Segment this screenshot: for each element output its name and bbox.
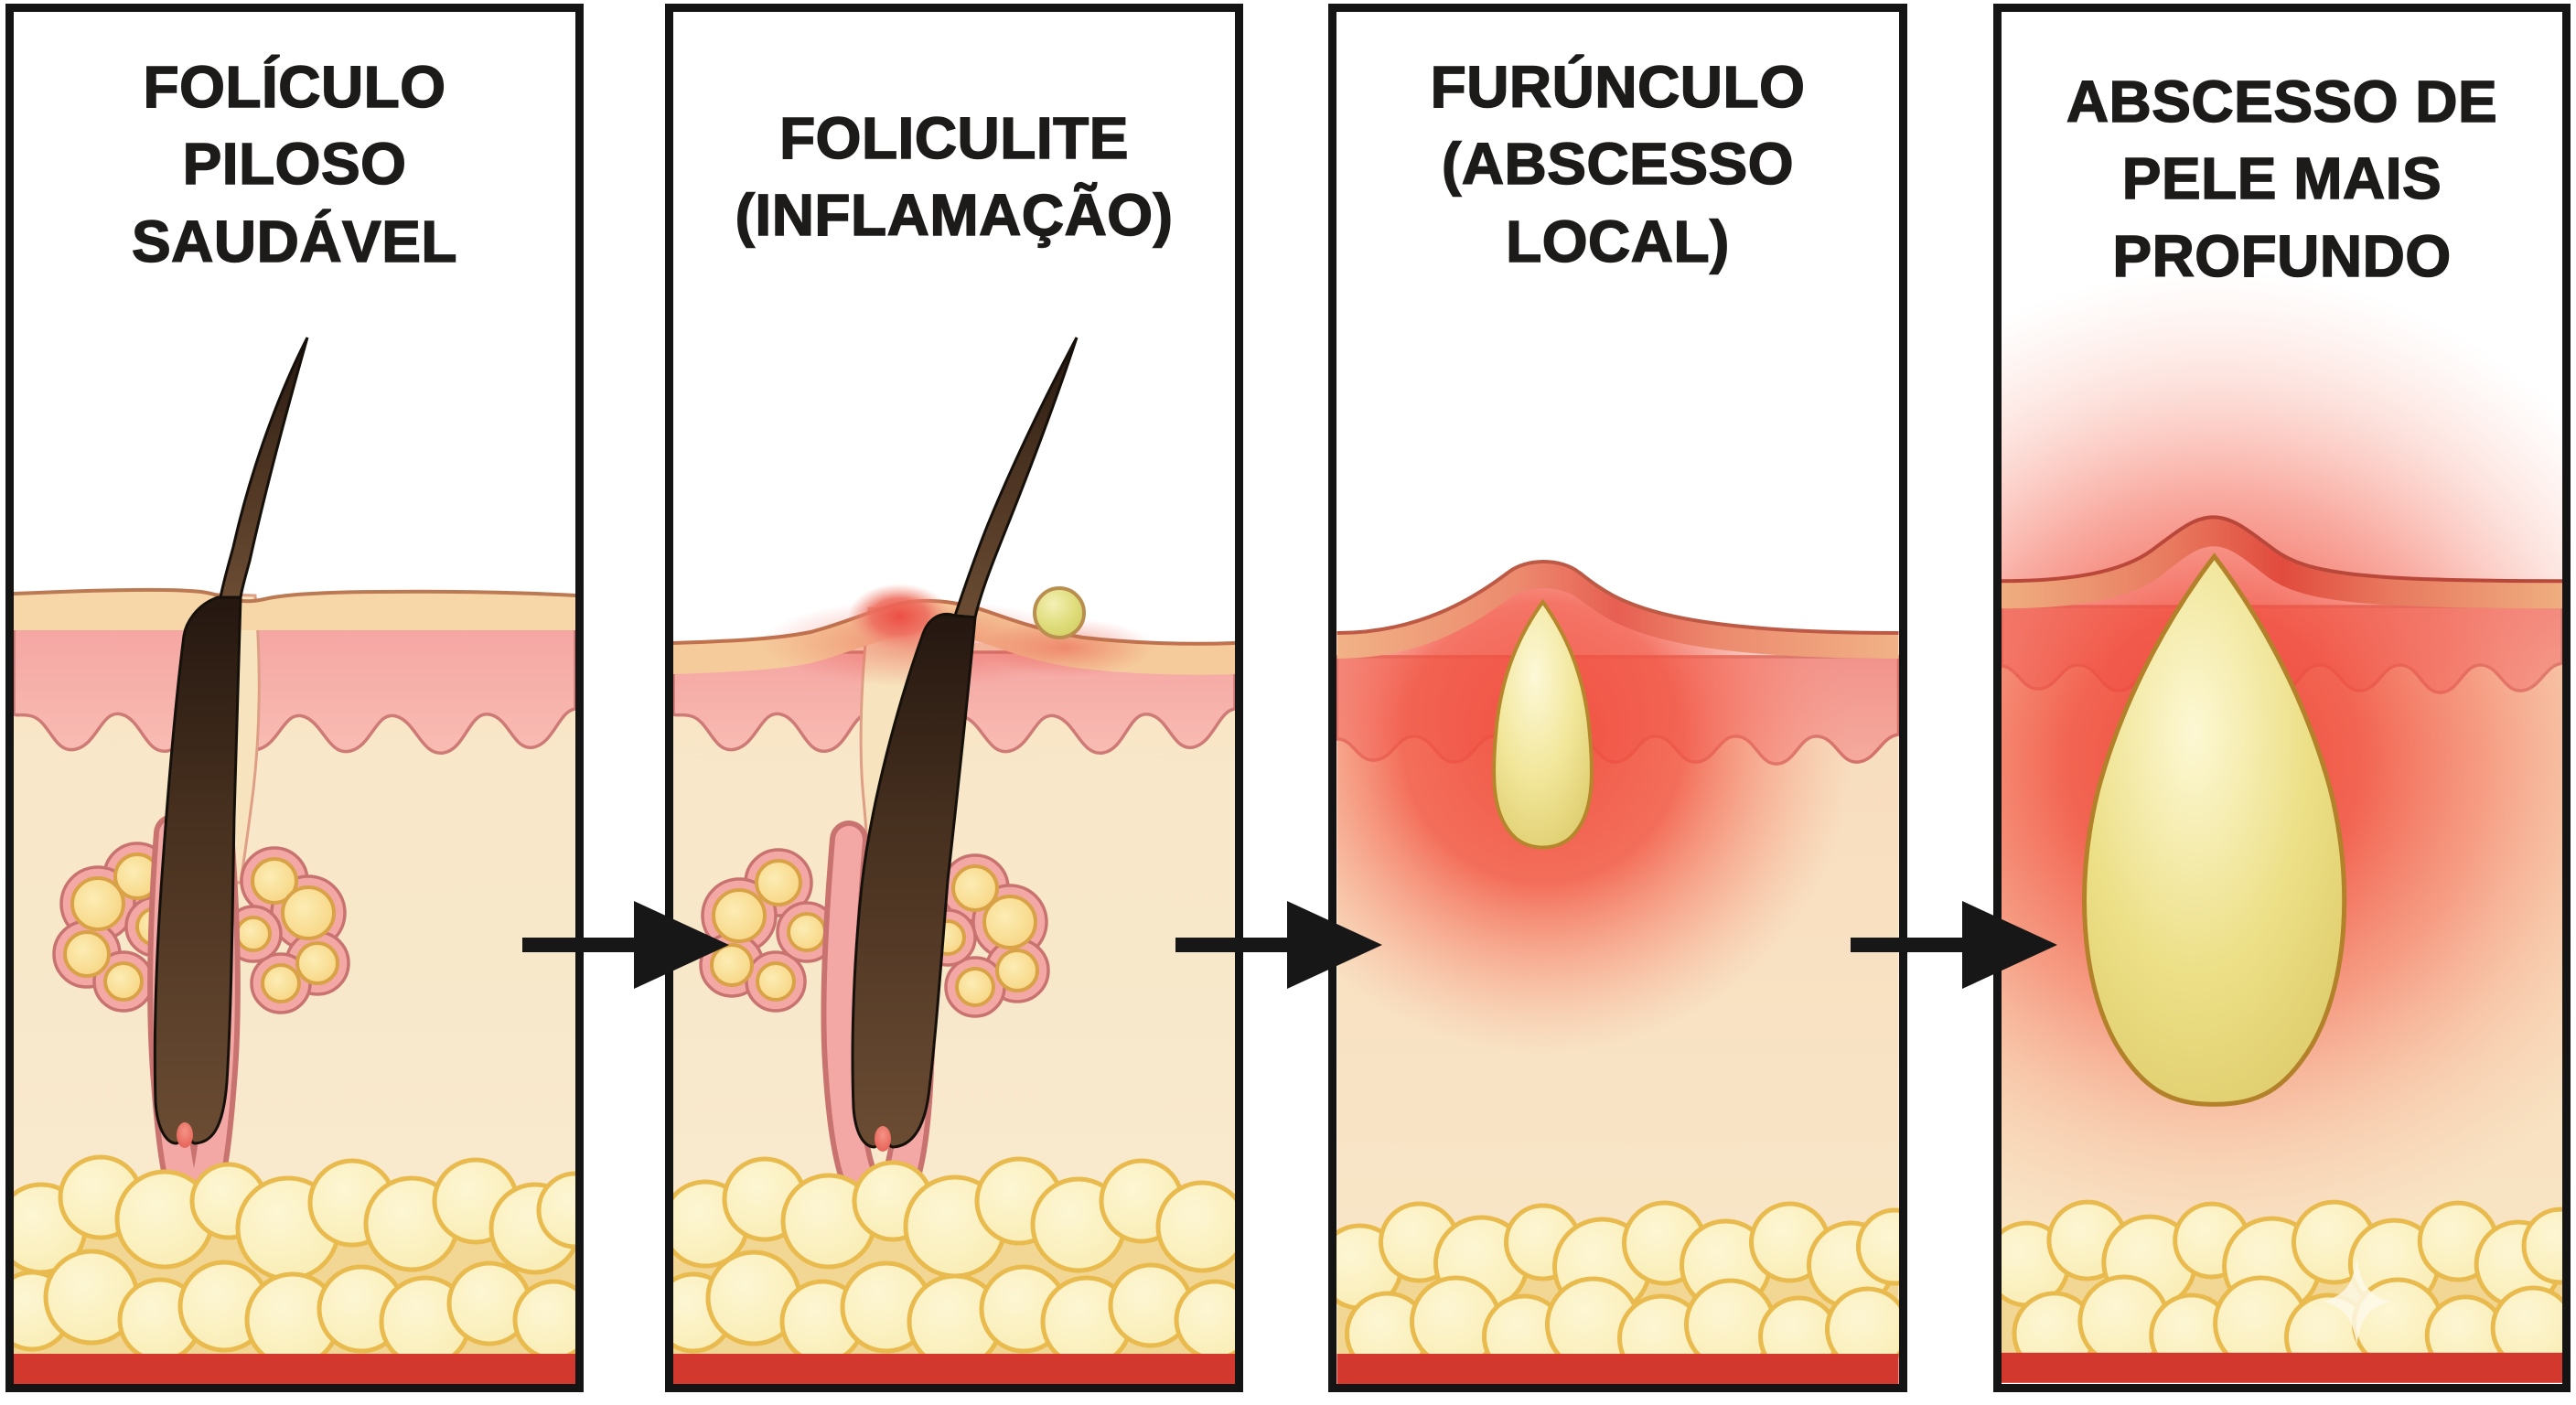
skin-surface-bump bbox=[2002, 515, 2562, 609]
panel-title: ABSCESSO DE PELE MAIS PROFUNDO bbox=[2002, 63, 2562, 295]
panel-title: FOLÍCULO PILOSO SAUDÁVEL bbox=[14, 48, 575, 280]
skin-cross-section-illustration bbox=[673, 337, 1235, 1384]
panel-furuncle: FURÚNCULO (ABSCESSO LOCAL) bbox=[1328, 4, 1907, 1392]
arrow-right-icon bbox=[1175, 901, 1382, 989]
deep-tissue-layer bbox=[14, 1354, 575, 1384]
epidermis bbox=[14, 587, 575, 630]
title-line: ABSCESSO DE bbox=[2066, 68, 2498, 135]
pustule bbox=[1033, 586, 1086, 639]
deep-tissue-layer bbox=[673, 1354, 1235, 1384]
deep-tissue-layer bbox=[1336, 1354, 1899, 1384]
skin-surface-bump bbox=[1336, 560, 1899, 659]
panel-deep-abscess: ABSCESSO DE PELE MAIS PROFUNDO bbox=[1993, 4, 2571, 1392]
hair-bulb-papilla bbox=[875, 1126, 891, 1152]
title-line: SAUDÁVEL bbox=[131, 208, 458, 275]
panel-title: FOLICULITE (INFLAMAÇÃO) bbox=[673, 100, 1235, 254]
title-line: PELE MAIS bbox=[2121, 145, 2442, 213]
title-line: FOLÍCULO bbox=[143, 53, 446, 121]
title-line: FOLICULITE bbox=[778, 104, 1129, 172]
title-line: (ABSCESSO bbox=[1441, 131, 1794, 198]
arrow-right-icon bbox=[522, 901, 729, 989]
hair bbox=[851, 337, 1079, 1152]
fat-cells bbox=[2002, 1199, 2562, 1382]
title-line: PROFUNDO bbox=[2112, 222, 2452, 290]
sebaceous-gland-right bbox=[918, 853, 1050, 1018]
panel-healthy-follicle: FOLÍCULO PILOSO SAUDÁVEL bbox=[5, 4, 584, 1392]
skin-cross-section-illustration bbox=[2002, 268, 2562, 1383]
panel-title: FURÚNCULO (ABSCESSO LOCAL) bbox=[1336, 48, 1899, 280]
skin-cross-section-illustration bbox=[14, 337, 575, 1384]
title-line: FURÚNCULO bbox=[1430, 53, 1806, 121]
panel-folliculitis: FOLICULITE (INFLAMAÇÃO) bbox=[665, 4, 1243, 1392]
fat-cells bbox=[14, 1154, 575, 1368]
deep-tissue-layer bbox=[2002, 1352, 2562, 1383]
title-line: PILOSO bbox=[182, 131, 407, 198]
pus-pocket bbox=[2082, 552, 2347, 1107]
arrow-right-icon bbox=[1851, 901, 2057, 989]
sparkle-watermark-icon bbox=[2324, 1259, 2390, 1345]
title-line: (INFLAMAÇÃO) bbox=[735, 182, 1174, 250]
dermis bbox=[14, 627, 575, 755]
hair bbox=[153, 337, 309, 1148]
sebaceous-gland-right bbox=[224, 846, 350, 1014]
title-line: LOCAL) bbox=[1505, 208, 1730, 275]
fat-cells bbox=[1336, 1200, 1899, 1383]
skin-cross-section-illustration bbox=[1336, 560, 1899, 1384]
fat-cells bbox=[673, 1156, 1235, 1370]
pus-pocket bbox=[1492, 598, 1594, 850]
hair-bulb-papilla bbox=[177, 1122, 193, 1148]
